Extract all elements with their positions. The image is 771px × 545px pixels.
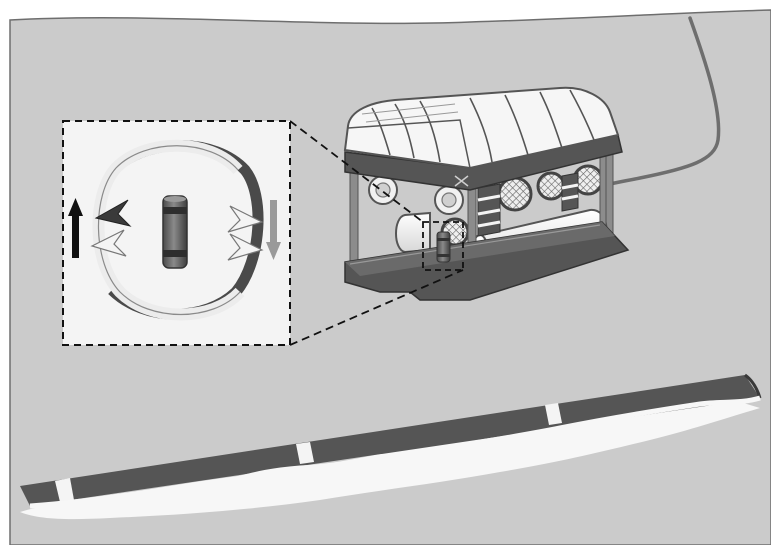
small-sensor-icon xyxy=(436,231,451,263)
arrow-down-icon xyxy=(266,200,281,260)
magnified-inset xyxy=(62,120,291,346)
callout-leader-top xyxy=(289,120,424,223)
seabed-sand xyxy=(20,400,760,520)
arrow-up-icon xyxy=(68,198,83,258)
callout-source-box xyxy=(422,221,464,271)
callout-leader-bottom xyxy=(289,269,464,346)
cylindrical-sensor-icon xyxy=(162,195,188,269)
underwater-rov-icon xyxy=(343,86,630,301)
tether-cable-icon xyxy=(608,16,721,186)
pipeline-icon xyxy=(20,373,762,509)
rotation-arrows-icon xyxy=(90,139,264,321)
